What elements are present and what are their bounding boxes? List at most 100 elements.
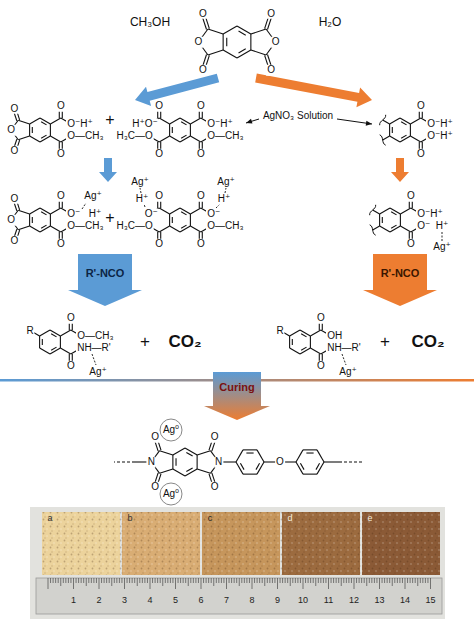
bond-line [50, 226, 60, 232]
atom-label: O [266, 9, 276, 20]
bond-line [380, 208, 390, 214]
bond-line [400, 118, 410, 124]
ruler-tick [68, 578, 69, 583]
ruler-tick [223, 578, 224, 583]
ruler-tick [280, 578, 281, 583]
ruler-tick [287, 578, 288, 583]
coordination-dash [92, 354, 96, 365]
ion-label: H⁺ [88, 209, 103, 220]
ruler-tick [190, 578, 191, 583]
bond-line [306, 452, 313, 453]
reaction-arrow [68, 254, 142, 306]
bond-line [197, 455, 198, 469]
bond-line [383, 136, 390, 140]
bond-line [159, 118, 169, 124]
bond-line [51, 334, 56, 337]
bond-line [303, 449, 317, 450]
bond-line [173, 448, 185, 455]
ruler-tick [83, 578, 84, 583]
atom-label: O [316, 361, 326, 372]
atom-label: R [25, 325, 34, 336]
ruler-number: 9 [274, 596, 281, 605]
bond-line [186, 468, 192, 472]
ruler-tick [267, 578, 268, 583]
ruler-tick [328, 578, 329, 589]
ruler-tick [356, 578, 357, 583]
bond-line [40, 136, 50, 142]
ruler-tick [272, 578, 273, 583]
plus-sign: + [104, 210, 115, 227]
plus-sign: + [104, 112, 115, 129]
ruler-number: 8 [248, 596, 255, 605]
product-label: CO₂ [167, 333, 202, 351]
ruler-tick [213, 578, 214, 586]
ruler-tick [119, 578, 120, 583]
ruler-tick [343, 578, 344, 583]
bond-line [290, 348, 300, 354]
ruler-tick [399, 578, 400, 583]
bond-line [32, 217, 33, 223]
bond-line [382, 217, 383, 223]
ruler-tick [185, 578, 186, 583]
bond-line [60, 348, 70, 354]
ruler-number: 15 [424, 596, 436, 605]
ruler-tick [392, 578, 393, 586]
ion-label: Ag⁺ [130, 177, 150, 188]
bond-line [251, 29, 266, 34]
ruler-tick [361, 578, 362, 583]
ruler-tick [325, 578, 326, 583]
ruler-tick [201, 578, 202, 589]
bond-line [18, 210, 29, 214]
ruler-tick [48, 578, 49, 589]
ruler-tick [101, 578, 102, 583]
ruler-tick [175, 578, 176, 589]
ruler-tick [93, 578, 94, 583]
pointer-arrow-head [366, 121, 372, 126]
ruler-tick [246, 578, 247, 583]
bond-line [379, 214, 380, 226]
ruler-tick [300, 578, 301, 583]
bond-line [159, 208, 169, 214]
ion-label: Ag⁺ [216, 177, 236, 188]
bond-line [181, 122, 186, 125]
bond-line [310, 336, 311, 348]
bond-line [239, 31, 246, 35]
atom-label: O—CH₃ [66, 131, 104, 142]
coordination-dash [216, 204, 220, 208]
ruler-tick [320, 578, 321, 583]
atom-label: O [56, 239, 66, 250]
ruler-tick [331, 578, 332, 583]
reagent-label: R'-NCO [380, 268, 421, 280]
bond-line [172, 455, 173, 469]
bond-line [246, 452, 253, 453]
plus-sign: + [139, 333, 151, 351]
step-label: Curing [218, 382, 255, 394]
atom-label: O [154, 101, 164, 112]
ruler-tick [333, 578, 334, 583]
bond-line [317, 450, 324, 462]
silver-particle [160, 483, 182, 505]
ruler-tick [160, 578, 161, 583]
atom-label: O [194, 37, 204, 48]
ruler-tick [104, 578, 105, 583]
coordination-dash [342, 354, 346, 365]
ion-label: H⁺ [135, 194, 150, 205]
pointer-arrow-head [246, 119, 252, 124]
atom-label: O [275, 457, 285, 468]
atom-label: O⁻ [416, 221, 431, 232]
ruler-tick [394, 578, 395, 583]
ruler-tick [142, 578, 143, 583]
bond-line [316, 463, 320, 469]
coordination-dash [144, 204, 145, 207]
ruler-tick [193, 578, 194, 583]
ruler-tick [121, 578, 122, 583]
bond-line [310, 330, 320, 336]
atom-label: O⁻ [66, 209, 81, 220]
ruler-tick [206, 578, 207, 583]
wavy-bond [370, 205, 376, 215]
sample-letter: a [46, 514, 53, 523]
bond-line [18, 136, 29, 140]
ruler-tick [147, 578, 148, 583]
ruler-tick [297, 578, 298, 583]
ion-label: Ag⁺ [83, 191, 103, 202]
